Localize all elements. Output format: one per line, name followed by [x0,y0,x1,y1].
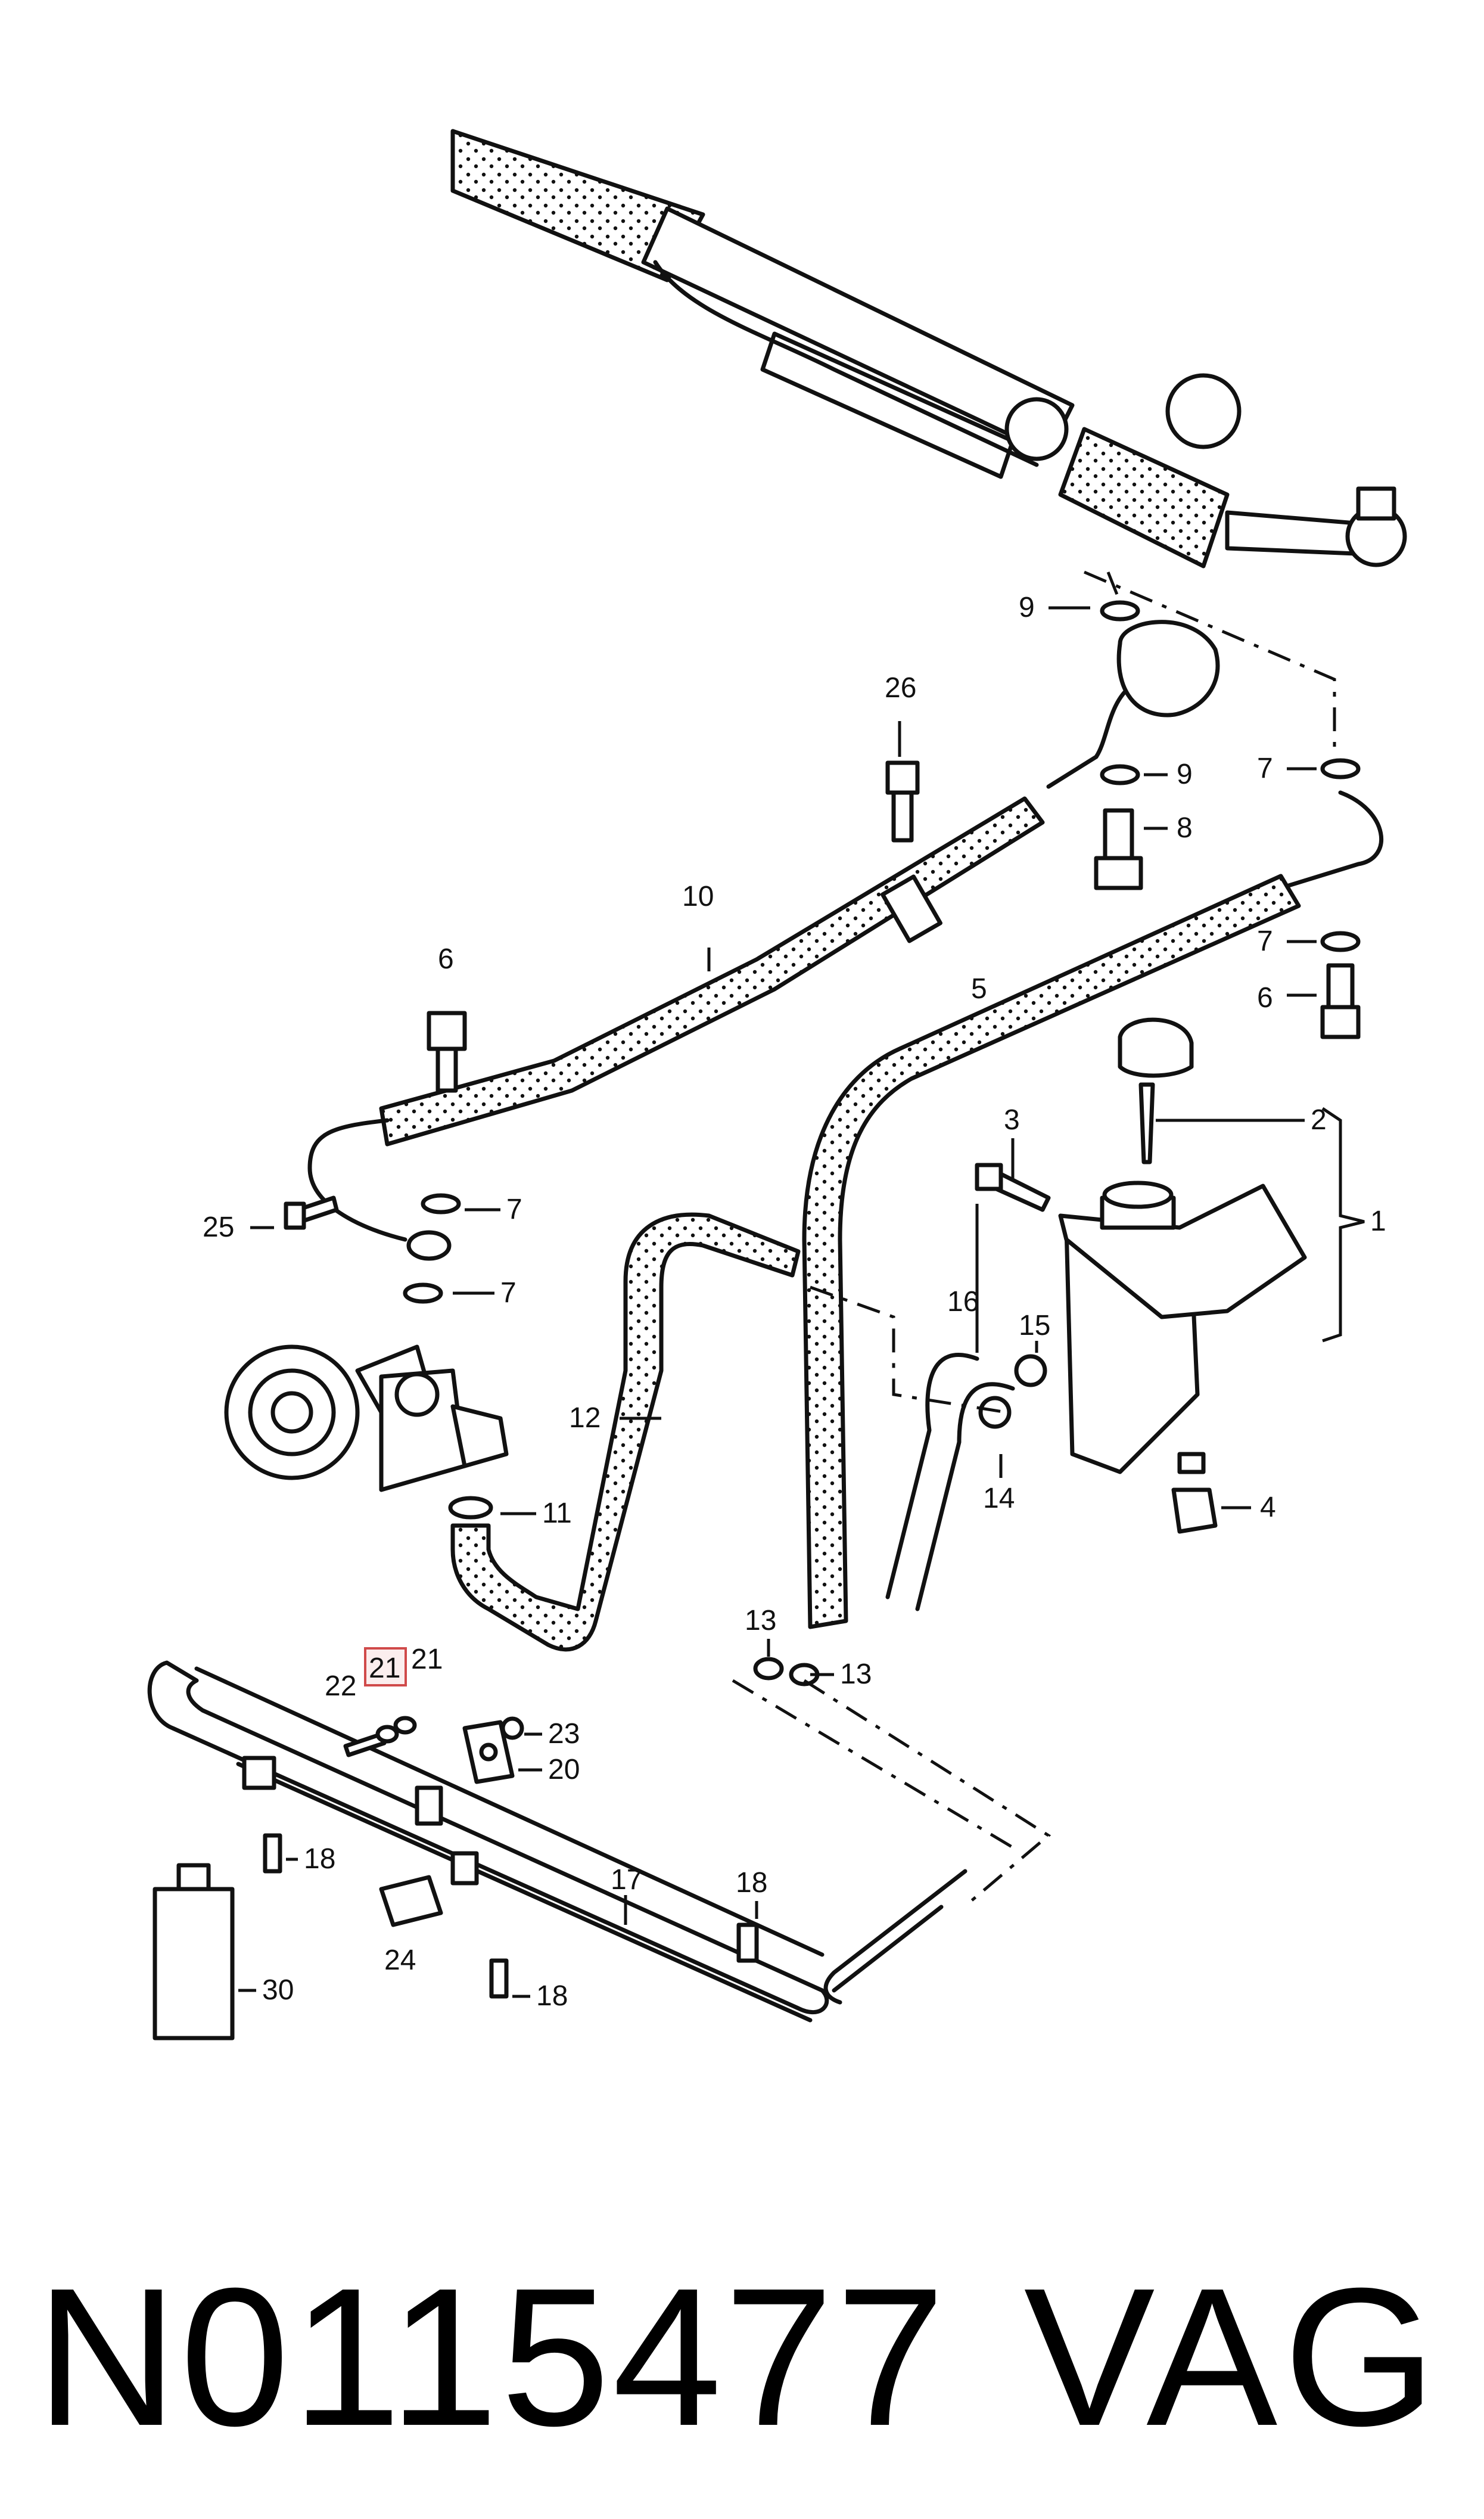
callout-14: 14 [983,1483,1015,1514]
callout-7c: 7 [506,1194,522,1225]
clamps-13 [753,1657,820,1686]
leader-lines [238,606,1365,1998]
part-number: N0115477 [36,2247,948,2467]
highlight-box-21 [364,1647,407,1686]
fluid-bottle [153,1863,235,2040]
callout-21b: 21 [411,1644,443,1675]
bolts-18 [263,1833,759,1999]
callout-6a: 6 [438,943,454,975]
callout-30: 30 [262,1974,294,2006]
callout-12: 12 [569,1402,601,1434]
seals [403,600,1361,1304]
callout-11: 11 [542,1498,572,1529]
reservoir [1058,1181,1307,1474]
callout-15: 15 [1019,1310,1050,1341]
bracket-20 [462,1720,515,1784]
return-line [802,790,1384,1629]
callouts: 1 2 3 4 5 6 6 7 7 7 7 8 9 9 10 11 12 13 … [203,592,1386,2012]
callout-4: 4 [1260,1492,1276,1523]
callout-13b: 13 [840,1658,872,1690]
brand-label: VAG [1023,2247,1442,2467]
hose-16 [885,1353,1047,1611]
steering-rack [450,129,1407,569]
assembly-lines [732,570,1336,1902]
bolt-26 [885,760,920,843]
callout-17: 17 [611,1864,642,1896]
callout-21a: 21 [369,1653,400,1684]
callout-22: 22 [325,1670,356,1702]
callout-18c: 18 [536,1980,568,2012]
bolt-25 [284,1195,339,1230]
callout-25: 25 [203,1212,234,1243]
callout-13a: 13 [745,1605,776,1636]
oil-cooler [147,1660,967,2023]
cap-nut [1171,1487,1218,1534]
callout-7d: 7 [500,1277,517,1309]
bolt-6-left [427,1011,467,1093]
callout-3: 3 [1004,1104,1020,1136]
callout-23: 23 [548,1718,580,1750]
clip-24 [379,1875,443,1927]
nut-23 [500,1716,524,1740]
bolt-3 [975,1163,1051,1212]
callout-6b: 6 [1257,982,1273,1014]
reservoir-cap [1118,1017,1194,1164]
pressure-line [307,683,1134,1242]
callout-8: 8 [1177,812,1193,844]
callout-5: 5 [971,973,987,1005]
suction-hose [448,1212,801,1652]
callout-20: 20 [548,1754,580,1785]
screw-22 [343,1716,417,1757]
bolt-6-right [1320,963,1361,1039]
bolt-8 [1094,808,1143,890]
callout-26: 26 [885,672,916,704]
callout-18a: 18 [304,1843,335,1875]
callout-9a: 9 [1019,592,1035,623]
callout-2: 2 [1311,1104,1327,1136]
callout-7b: 7 [1257,925,1273,957]
callout-9b: 9 [1177,759,1193,790]
callout-24: 24 [384,1945,416,1976]
power-steering-pump [224,1344,509,1492]
callout-18b: 18 [736,1867,767,1899]
callout-1: 1 [1370,1206,1386,1237]
banjo-fitting [1116,620,1220,718]
callout-16: 16 [947,1286,979,1318]
callout-7a: 7 [1257,753,1273,784]
callout-10: 10 [682,881,714,912]
